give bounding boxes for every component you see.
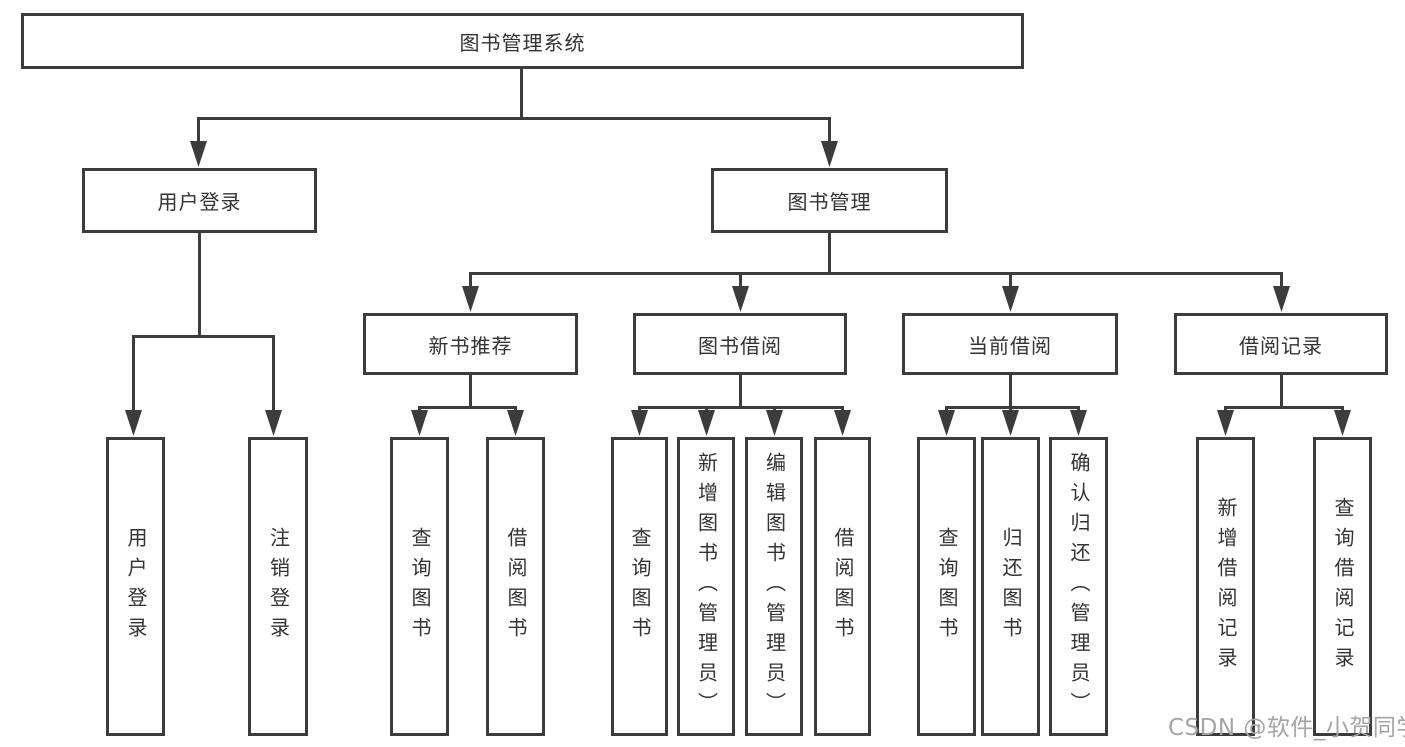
connector-book-management-to-level3 bbox=[462, 233, 1290, 312]
leaf-records-add-record-label: 新增借阅记录 bbox=[1214, 496, 1238, 677]
connector-records-to-leaves bbox=[1217, 375, 1351, 436]
connector-borrow-to-leaves bbox=[631, 375, 851, 436]
leaf-borrow-borrow-books: 借阅图书 bbox=[814, 437, 871, 736]
connector-root-to-level2 bbox=[190, 69, 838, 167]
leaf-borrow-borrow-books-label: 借阅图书 bbox=[831, 526, 855, 647]
leaf-records-query-record: 查询借阅记录 bbox=[1313, 437, 1372, 736]
leaf-records-add-record: 新增借阅记录 bbox=[1196, 437, 1255, 736]
leaf-current-query-books-label: 查询图书 bbox=[935, 526, 959, 647]
node-user-login: 用户登录 bbox=[82, 168, 317, 233]
node-current-borrow: 当前借阅 bbox=[902, 313, 1118, 375]
leaf-recommend-query-books-label: 查询图书 bbox=[408, 526, 432, 647]
leaf-current-confirm-return-admin: 确认归还（管理员） bbox=[1049, 437, 1108, 736]
node-book-borrow-label: 图书借阅 bbox=[698, 333, 782, 358]
leaf-user-login: 用户登录 bbox=[106, 437, 165, 736]
node-user-login-label: 用户登录 bbox=[157, 190, 242, 214]
leaf-borrow-edit-books-admin-label: 编辑图书（管理员） bbox=[762, 451, 787, 722]
watermark: CSDN @软件_小贺同学 bbox=[1168, 715, 1405, 741]
leaf-logout: 注销登录 bbox=[248, 437, 308, 736]
leaf-recommend-query-books: 查询图书 bbox=[390, 437, 449, 736]
node-book-management: 图书管理 bbox=[711, 168, 948, 233]
leaf-borrow-query-books-label: 查询图书 bbox=[628, 526, 652, 647]
node-new-book-recommend: 新书推荐 bbox=[363, 313, 578, 375]
node-current-borrow-label: 当前借阅 bbox=[968, 333, 1052, 358]
leaf-recommend-borrow-books-label: 借阅图书 bbox=[504, 526, 528, 647]
leaf-recommend-borrow-books: 借阅图书 bbox=[486, 437, 545, 736]
leaf-user-login-label: 用户登录 bbox=[124, 526, 148, 647]
leaf-logout-label: 注销登录 bbox=[266, 526, 291, 647]
leaf-borrow-query-books: 查询图书 bbox=[611, 437, 668, 736]
node-book-borrow: 图书借阅 bbox=[633, 313, 847, 375]
leaf-records-query-record-label: 查询借阅记录 bbox=[1331, 496, 1355, 677]
node-new-book-recommend-label: 新书推荐 bbox=[428, 333, 513, 358]
leaf-borrow-add-books-admin: 新增图书（管理员） bbox=[677, 437, 735, 736]
node-borrow-records: 借阅记录 bbox=[1174, 313, 1388, 375]
connector-current-to-leaves bbox=[938, 375, 1087, 436]
leaf-borrow-add-books-admin-label: 新增图书（管理员） bbox=[694, 451, 719, 722]
connector-user-login-to-leaves bbox=[125, 233, 282, 436]
node-library-management-system: 图书管理系统 bbox=[21, 13, 1024, 69]
leaf-current-return-books: 归还图书 bbox=[981, 437, 1040, 736]
node-library-management-system-label: 图书管理系统 bbox=[459, 30, 586, 55]
leaf-borrow-edit-books-admin: 编辑图书（管理员） bbox=[745, 437, 803, 736]
leaf-current-query-books: 查询图书 bbox=[917, 437, 976, 736]
connector-recommend-to-leaves bbox=[411, 375, 524, 436]
leaf-current-return-books-label: 归还图书 bbox=[999, 526, 1023, 647]
leaf-current-confirm-return-admin-label: 确认归还（管理员） bbox=[1067, 451, 1091, 722]
node-book-management-label: 图书管理 bbox=[787, 190, 872, 214]
node-borrow-records-label: 借阅记录 bbox=[1239, 333, 1323, 358]
